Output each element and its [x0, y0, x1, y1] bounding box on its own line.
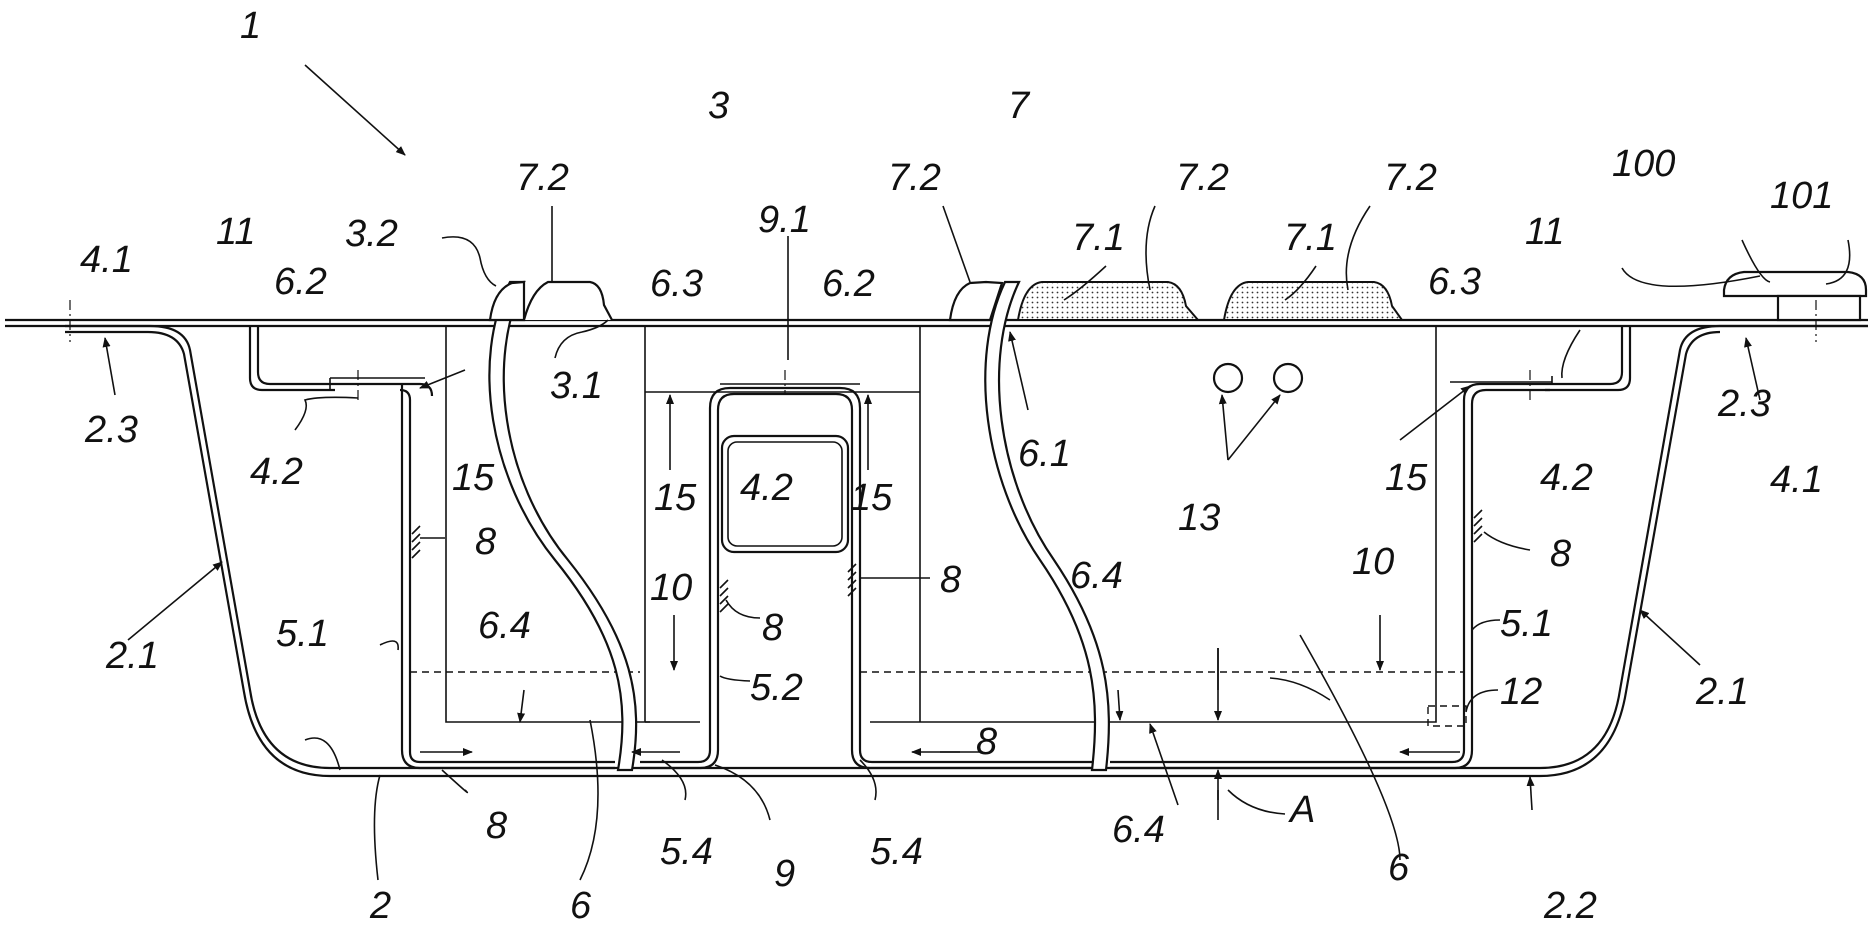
label-15-mid-a: 15	[654, 477, 697, 519]
outer-tray	[65, 324, 1868, 778]
label-15-right: 15	[1385, 457, 1428, 499]
label-8-c: 8	[940, 559, 961, 601]
label-5-4-a: 5.4	[660, 831, 713, 873]
label-6-a: 6	[1388, 847, 1410, 889]
lid-film	[5, 318, 1868, 328]
label-4-1-left: 4.1	[80, 239, 133, 281]
label-2-1-right: 2.1	[1695, 671, 1749, 713]
label-8-e: 8	[486, 805, 507, 847]
label-15-mid-b: 15	[850, 477, 893, 519]
label-11-right: 11	[1525, 211, 1564, 253]
label-2-1-left: 2.1	[105, 635, 159, 677]
label-6-b: 6	[570, 885, 592, 927]
reference-labels: 1 4.1 2.3 11 3.2 6.2 4.2 15 7.2 3.1 3 9.…	[80, 5, 1833, 927]
label-2-3-left: 2.3	[84, 409, 138, 451]
label-7-2-d: 7.2	[1384, 157, 1437, 199]
label-6-4-a: 6.4	[478, 605, 531, 647]
label-7-2-c: 7.2	[1176, 157, 1229, 199]
label-8-d: 8	[1550, 533, 1571, 575]
shoulder-right	[1545, 326, 1632, 392]
label-12: 12	[1500, 671, 1542, 713]
label-2: 2	[369, 885, 391, 927]
label-6-3-right: 6.3	[1428, 261, 1481, 303]
label-6-2-mid: 6.2	[822, 263, 875, 305]
label-8-f: 8	[976, 721, 997, 763]
label-10-b: 10	[1352, 541, 1394, 583]
label-7: 7	[1008, 85, 1031, 127]
device	[1722, 270, 1868, 322]
label-6-1: 6.1	[1018, 433, 1071, 475]
label-4-2-mid: 4.2	[740, 467, 793, 509]
shoulder-left	[248, 326, 335, 392]
label-4-2-left: 4.2	[250, 451, 303, 493]
label-8-a: 8	[475, 521, 496, 563]
grips	[488, 280, 1404, 322]
label-6-4-c: 6.4	[1112, 809, 1165, 851]
label-4-2-right: 4.2	[1540, 457, 1593, 499]
cut-line-right	[984, 280, 1110, 772]
label-5-1-left: 5.1	[276, 613, 329, 655]
label-A: A	[1288, 789, 1315, 831]
leader-lines	[102, 64, 1851, 881]
label-7-2-b: 7.2	[888, 157, 941, 199]
label-11-left: 11	[216, 211, 255, 253]
label-1: 1	[240, 5, 261, 47]
label-3: 3	[708, 85, 729, 127]
label-13: 13	[1178, 497, 1220, 539]
label-7-2-a: 7.2	[516, 157, 569, 199]
label-5-4-b: 5.4	[870, 831, 923, 873]
label-101: 101	[1770, 175, 1833, 217]
label-6-4-b: 6.4	[1070, 555, 1123, 597]
label-6-3-left: 6.3	[650, 263, 703, 305]
label-2-3-right: 2.3	[1717, 383, 1771, 425]
label-2-2: 2.2	[1543, 885, 1597, 927]
label-9: 9	[774, 853, 795, 895]
label-3-1: 3.1	[550, 365, 603, 407]
label-3-2: 3.2	[345, 213, 398, 255]
label-100: 100	[1612, 143, 1675, 185]
holes	[1212, 362, 1304, 394]
label-6-2-left: 6.2	[274, 261, 327, 303]
steps	[329, 377, 860, 390]
label-8-b: 8	[762, 607, 783, 649]
label-5-1-right: 5.1	[1500, 603, 1553, 645]
label-4-1-right: 4.1	[1770, 459, 1823, 501]
central-divider	[640, 326, 1110, 770]
cut-line-left	[488, 280, 638, 772]
label-10-a: 10	[650, 567, 692, 609]
inner-wall-right	[1110, 325, 1553, 770]
label-7-1-b: 7.1	[1284, 217, 1337, 259]
label-9-1: 9.1	[758, 199, 811, 241]
hatch-marks	[411, 509, 1483, 613]
label-7-1-a: 7.1	[1072, 217, 1125, 259]
label-15-left: 15	[452, 457, 495, 499]
label-5-2: 5.2	[750, 667, 803, 709]
